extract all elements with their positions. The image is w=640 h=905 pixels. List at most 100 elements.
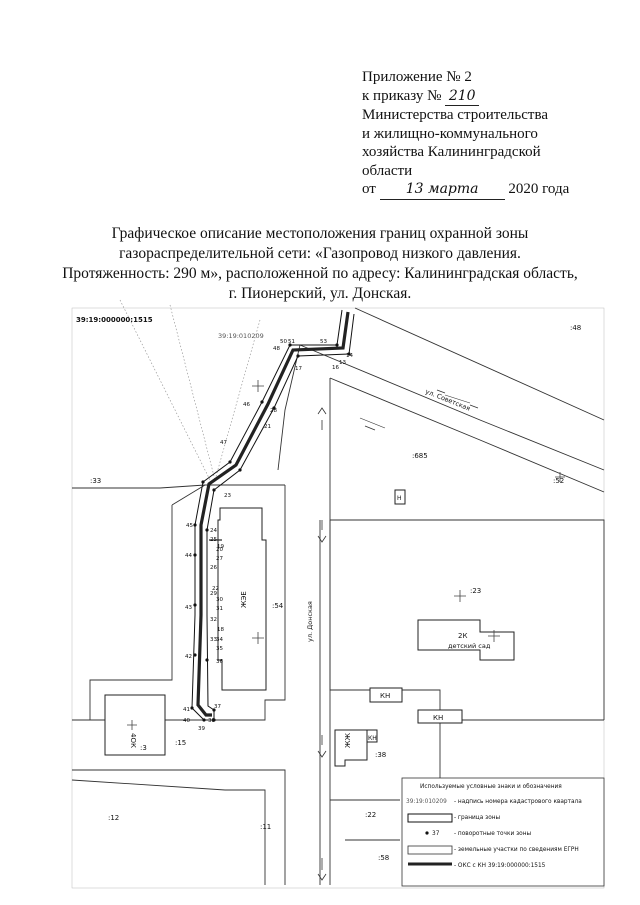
street-donskaya: ул. Донская bbox=[306, 601, 314, 642]
parcel-3: :3 bbox=[140, 744, 147, 752]
point-label: 39 bbox=[198, 726, 205, 732]
order-line: к приказу № 210 bbox=[362, 87, 632, 106]
point-label: 43 bbox=[185, 605, 192, 611]
point-label: 13 bbox=[339, 360, 346, 366]
point-label: 16 bbox=[332, 365, 339, 371]
point-label: 21 bbox=[264, 424, 271, 430]
parcel-15: :15 bbox=[175, 739, 186, 747]
point-label: 27 bbox=[216, 556, 223, 562]
appendix-label: Приложение № 2 bbox=[362, 69, 472, 85]
point-label: 48 bbox=[273, 346, 280, 352]
parcel-38: :38 bbox=[375, 751, 386, 759]
label-n: Н bbox=[397, 495, 402, 502]
point-label: 20 bbox=[216, 547, 223, 553]
point-label: 34 bbox=[216, 637, 223, 643]
label-kn3: КН bbox=[368, 735, 377, 742]
point-label: 47 bbox=[220, 440, 227, 446]
building-n bbox=[394, 489, 406, 505]
parcel-boundaries bbox=[71, 484, 605, 885]
point-label: 18 bbox=[217, 627, 224, 633]
parcel-22: :22 bbox=[365, 811, 376, 819]
direction-arrows bbox=[317, 389, 479, 881]
point-label: 25 bbox=[210, 537, 217, 543]
quarter-label: 39:19:010209 bbox=[218, 332, 264, 340]
legend-points-text: - поворотные точки зоны bbox=[454, 831, 531, 837]
point-label: 31 bbox=[216, 606, 223, 612]
building-kn2 bbox=[417, 709, 463, 724]
legend: Используемые условные знаки и обозначени… bbox=[401, 777, 605, 887]
point-label: 42 bbox=[185, 654, 192, 660]
point-label: 23 bbox=[224, 493, 231, 499]
legend-quarter-sample: 39:19:010209 bbox=[406, 799, 447, 805]
point-label: 51 bbox=[288, 339, 295, 345]
point-label: 45 bbox=[186, 523, 193, 529]
legend-title: Используемые условные знаки и обозначени… bbox=[420, 784, 562, 790]
point-label: 28 bbox=[270, 408, 277, 414]
label-4ok: 4ОК bbox=[129, 733, 137, 748]
building-kindergarten bbox=[417, 619, 515, 661]
point-label: 53 bbox=[320, 339, 327, 345]
point-label: 35 bbox=[216, 646, 223, 652]
label-zh: ЖЖ bbox=[344, 732, 352, 748]
label-kindergarten-code: 2К bbox=[458, 632, 467, 640]
parcel-685: :685 bbox=[412, 452, 428, 460]
point-label: 44 bbox=[185, 553, 192, 559]
point-label: 37 bbox=[214, 704, 221, 710]
building-zhe bbox=[217, 507, 267, 691]
point-label: 38 bbox=[208, 718, 215, 724]
point-label: 19 bbox=[217, 544, 224, 550]
label-kn2: КН bbox=[433, 714, 443, 722]
point-label: 50 bbox=[280, 339, 287, 345]
legend-quarter-text: - надпись номера кадастрового квартала bbox=[454, 799, 582, 805]
point-label: 46 bbox=[243, 402, 250, 408]
cross-marks bbox=[127, 380, 565, 730]
point-label: 40 bbox=[183, 718, 190, 724]
point-label: 41 bbox=[183, 707, 190, 713]
point-label: 26 bbox=[210, 565, 217, 571]
zone-points bbox=[190, 343, 351, 722]
point-label: 33 bbox=[210, 637, 217, 643]
legend-zone-text: - граница зоны bbox=[454, 815, 501, 821]
point-label: 22 bbox=[212, 586, 219, 592]
order-header: Приложение № 2 к приказу № 210 Министерс… bbox=[362, 68, 632, 200]
oks-label: 39:19:000000:1515 bbox=[76, 316, 153, 324]
building-kn3 bbox=[366, 729, 378, 743]
ministry-line-2: и жилищно-коммунального bbox=[362, 125, 538, 142]
parcel-12: :12 bbox=[108, 814, 119, 822]
handwritten-date: 13 марта bbox=[379, 180, 505, 200]
parcel-11: :11 bbox=[260, 823, 271, 831]
legend-point-swatch bbox=[425, 831, 429, 835]
document-title: Графическое описание местоположения гран… bbox=[62, 225, 578, 302]
parcel-58: :58 bbox=[378, 854, 389, 862]
order-number: 210 bbox=[445, 87, 480, 106]
parcel-23: :23 bbox=[470, 587, 481, 595]
sovetskaya-road bbox=[299, 307, 605, 493]
parcel-33: :33 bbox=[90, 477, 101, 485]
gas-pipeline bbox=[196, 311, 350, 717]
point-label: 36 bbox=[216, 659, 223, 665]
ministry-line-1: Министерства строительства bbox=[362, 107, 549, 123]
point-label: 32 bbox=[210, 617, 217, 623]
date-line: от 13 марта 2020 года bbox=[362, 180, 632, 200]
parcel-54: :54 bbox=[272, 602, 284, 610]
parcel-52: :52 bbox=[553, 477, 564, 485]
legend-points-sample: 37 bbox=[432, 831, 440, 837]
point-label: 29 bbox=[210, 591, 217, 597]
quarter-boundary bbox=[119, 299, 261, 481]
point-label: 24 bbox=[210, 528, 217, 534]
parcel-48: :48 bbox=[570, 324, 581, 332]
point-numbers: 53 50 51 48 17 16 13 14 46 28 21 47 45 4… bbox=[183, 339, 353, 732]
ministry-line-4: области bbox=[362, 162, 413, 179]
ministry-line-3: хозяйства Калининградской bbox=[362, 144, 541, 160]
label-kn1: КН bbox=[380, 692, 390, 700]
legend-parcels-text: - земельные участки по сведениям ЕГРН bbox=[454, 847, 579, 853]
building-kn1 bbox=[369, 687, 403, 703]
point-label: 17 bbox=[295, 366, 302, 372]
legend-oks-text: - ОКС с КН 39:19:000000:1515 bbox=[454, 863, 546, 869]
point-label: 30 bbox=[216, 597, 223, 603]
point-label: 14 bbox=[346, 353, 353, 359]
label-zhe: ЖЭЕ bbox=[240, 591, 248, 608]
legend-zone-swatch bbox=[407, 813, 453, 823]
label-kindergarten: детский сад bbox=[448, 642, 491, 650]
